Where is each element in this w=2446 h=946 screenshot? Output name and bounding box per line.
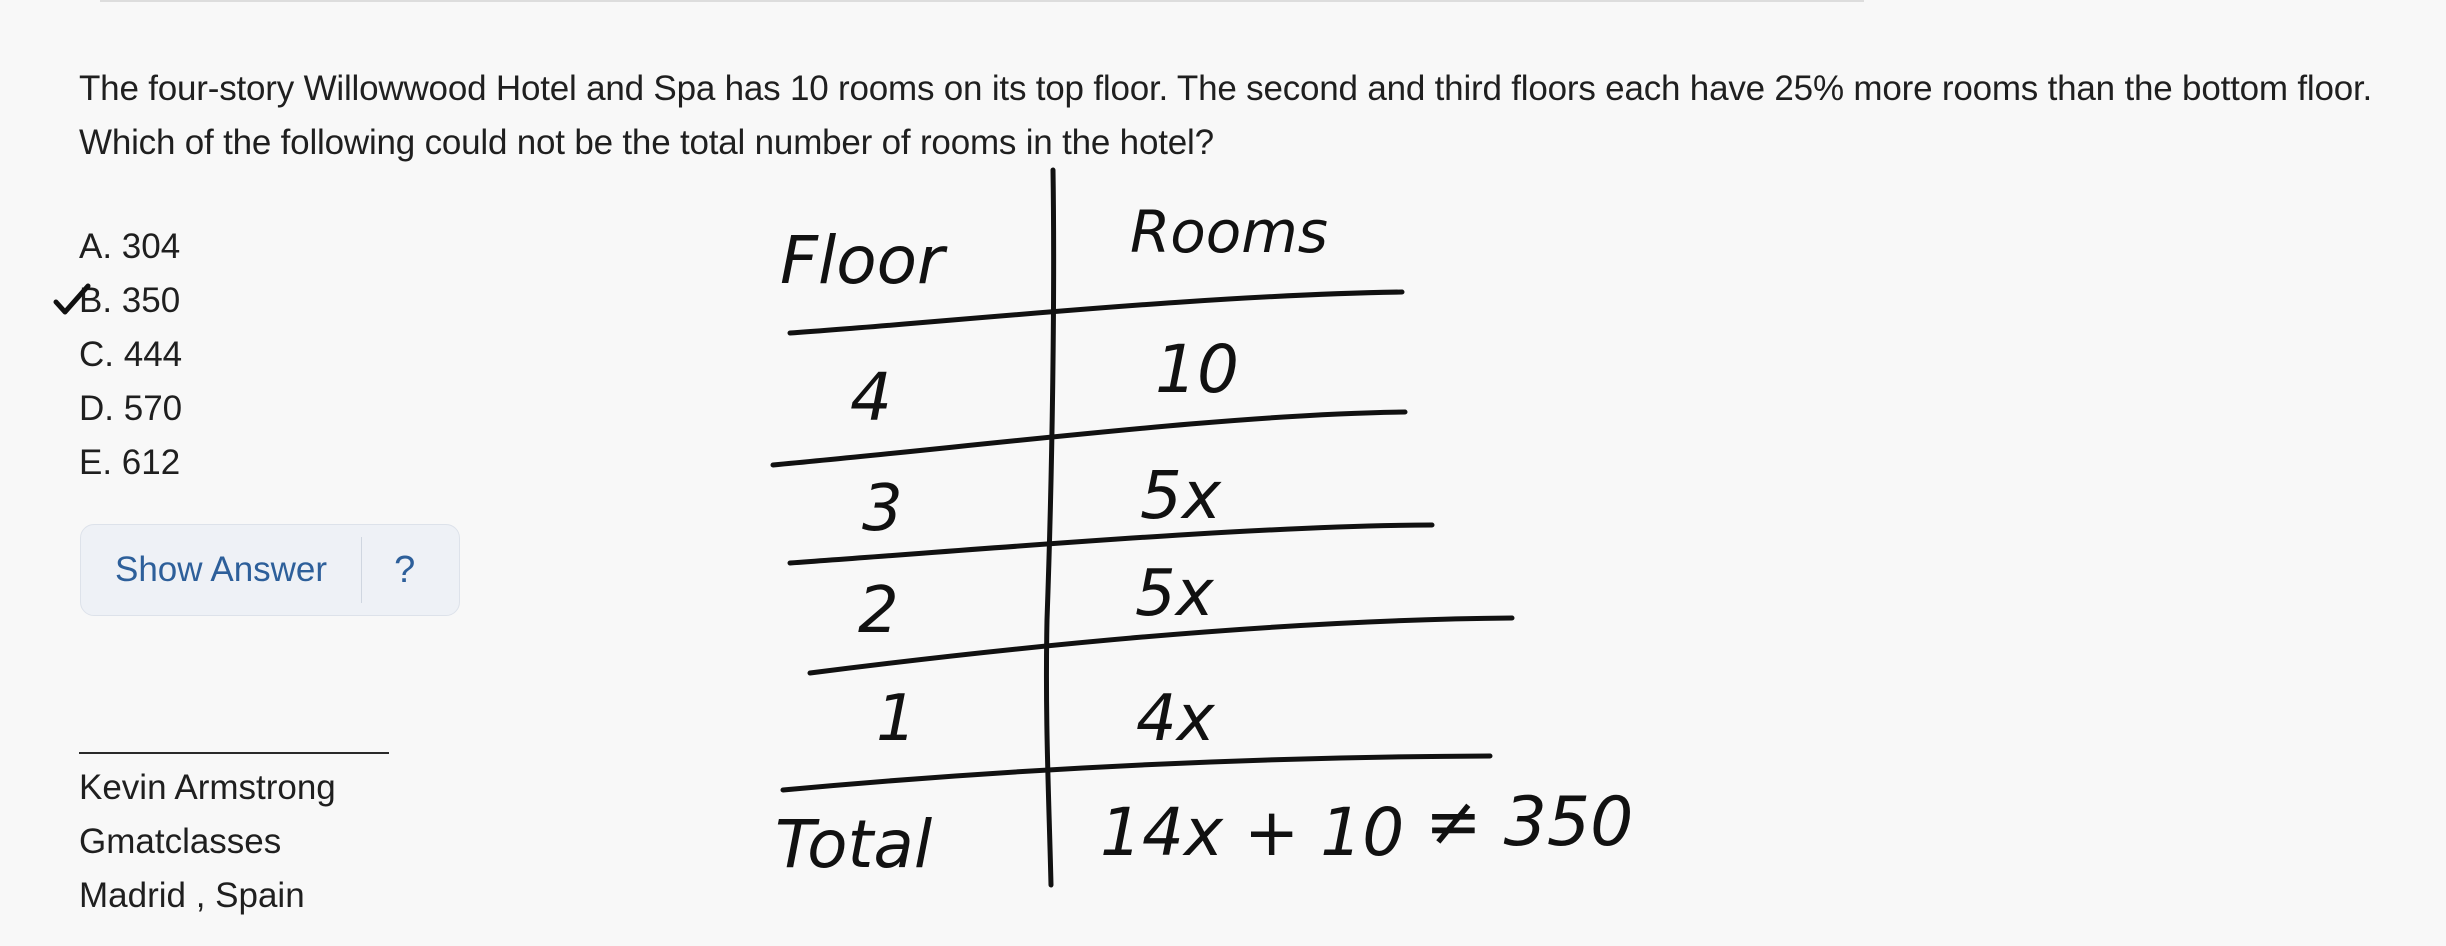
top-divider bbox=[100, 0, 1864, 2]
option-e[interactable]: E. 612 bbox=[79, 443, 181, 482]
signature-rule bbox=[79, 752, 389, 754]
option-b[interactable]: B. 350 bbox=[79, 281, 181, 320]
question-text: The four-story Willowwood Hotel and Spa … bbox=[79, 69, 2373, 162]
show-answer-button[interactable]: Show Answer bbox=[115, 550, 328, 589]
table-lines bbox=[770, 167, 1515, 888]
row-4-rooms: 10 bbox=[1155, 331, 1239, 408]
author-location: Madrid , Spain bbox=[79, 876, 305, 915]
header-floor: Floor bbox=[780, 222, 948, 299]
table-vertical-line bbox=[1043, 167, 1057, 888]
row-1-floor: 1 bbox=[876, 682, 917, 756]
help-button[interactable]: ? bbox=[394, 548, 416, 591]
total-value: 14x + 10 bbox=[1100, 794, 1404, 871]
row-4-floor: 4 bbox=[850, 359, 892, 436]
row-line-1 bbox=[787, 289, 1405, 336]
author-organization: Gmatclasses bbox=[79, 822, 282, 861]
row-3-floor: 3 bbox=[862, 472, 903, 546]
options-list: A. 304 B. 350 C. 444 D. 570 E. 612 bbox=[79, 220, 182, 490]
row-line-3 bbox=[787, 522, 1435, 566]
row-line-5 bbox=[780, 753, 1493, 793]
answer-box-divider bbox=[361, 537, 363, 603]
signature-block: Kevin Armstrong Gmatclasses Madrid , Spa… bbox=[79, 761, 336, 923]
option-d[interactable]: D. 570 bbox=[79, 389, 183, 428]
row-3-rooms: 5x bbox=[1140, 457, 1222, 534]
header-rooms: Rooms bbox=[1130, 198, 1328, 266]
answer-box: Show Answer ? bbox=[80, 524, 460, 616]
checkmark-icon bbox=[53, 283, 91, 315]
row-line-2 bbox=[770, 409, 1408, 468]
row-2-floor: 2 bbox=[858, 574, 899, 648]
option-c[interactable]: C. 444 bbox=[79, 335, 183, 374]
table-text: Floor Rooms 4 10 3 5x 2 5x 1 4x Total 14… bbox=[775, 198, 1633, 883]
total-label: Total bbox=[775, 806, 933, 883]
row-2-rooms: 5x bbox=[1135, 557, 1215, 631]
row-line-4 bbox=[807, 615, 1515, 676]
row-1-rooms: 4x bbox=[1136, 682, 1216, 756]
option-a[interactable]: A. 304 bbox=[79, 227, 181, 266]
total-note: ≠ 350 bbox=[1425, 783, 1633, 862]
author-name: Kevin Armstrong bbox=[79, 768, 336, 807]
